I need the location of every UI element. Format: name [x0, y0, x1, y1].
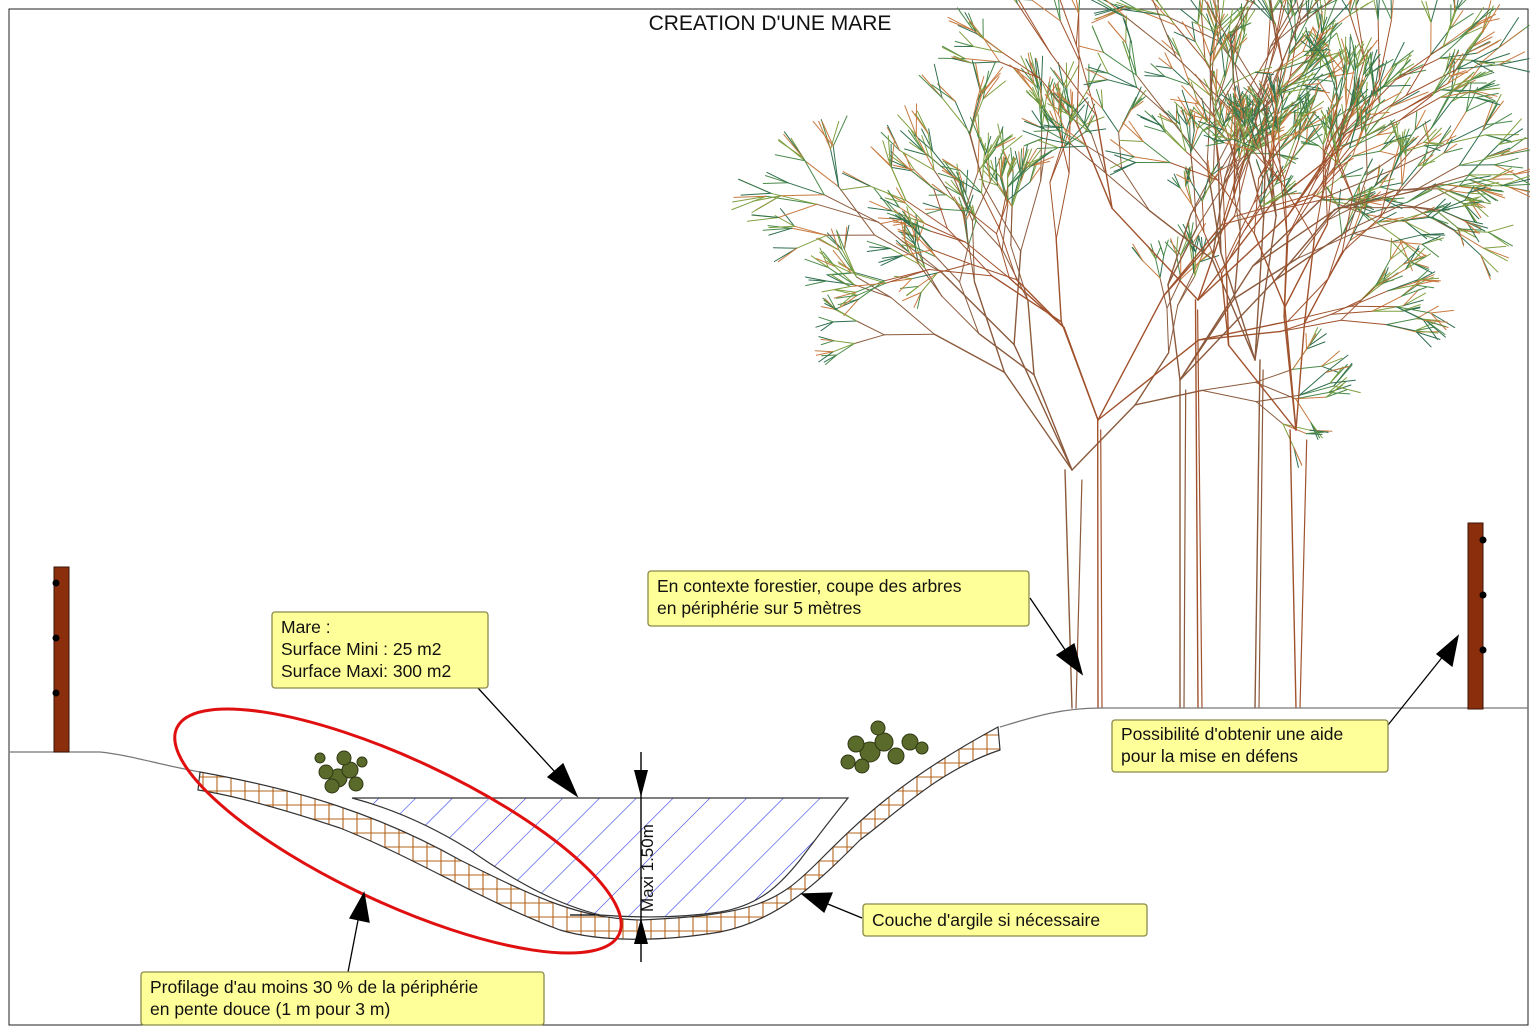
fence-post-right-icon [1467, 522, 1487, 710]
note-profilage: Profilage d'au moins 30 % de la périphér… [140, 971, 545, 1026]
diagram-title: CREATION D'UNE MARE [649, 12, 892, 35]
note-mare-line-3: Surface Maxi: 300 m2 [281, 661, 451, 681]
water-body [351, 797, 850, 918]
tree-icon [731, 0, 1530, 709]
note-forest-line-1: En contexte forestier, coupe des arbres [657, 576, 962, 596]
frame-border [8, 8, 1529, 1026]
note-aide-line-1: Possibilité d'obtenir une aide [1121, 724, 1343, 744]
clay-layer [197, 726, 1001, 940]
note-profilage-line-1: Profilage d'au moins 30 % de la périphér… [150, 977, 478, 997]
note-mare-line-1: Mare : [281, 617, 331, 637]
note-aide: Possibilité d'obtenir une aide pour la m… [1111, 719, 1389, 773]
note-profilage-line-2: en pente douce (1 m pour 3 m) [150, 999, 390, 1019]
shrub-right-icon [840, 720, 929, 774]
note-argile: Couche d'argile si nécessaire [862, 903, 1148, 937]
note-aide-line-2: pour la mise en défens [1121, 746, 1298, 766]
depth-label: Maxi 1.50m [638, 824, 657, 912]
arrow-aide [1387, 649, 1449, 726]
note-mare: Mare : Surface Mini : 25 m2 Surface Maxi… [271, 611, 489, 689]
gentle-slope-highlight [173, 707, 623, 955]
note-forest: En contexte forestier, coupe des arbres … [647, 570, 1030, 627]
fence-post-left-icon [52, 566, 70, 753]
depth-dimension: Maxi 1.50m [570, 752, 657, 962]
note-forest-line-2: en périphérie sur 5 mètres [657, 598, 862, 618]
arrow-mare [477, 687, 567, 785]
arrows [347, 597, 1460, 973]
note-mare-line-2: Surface Mini : 25 m2 [281, 639, 441, 659]
shrub-left-icon [314, 750, 368, 794]
note-argile-line-1: Couche d'argile si nécessaire [872, 910, 1100, 930]
